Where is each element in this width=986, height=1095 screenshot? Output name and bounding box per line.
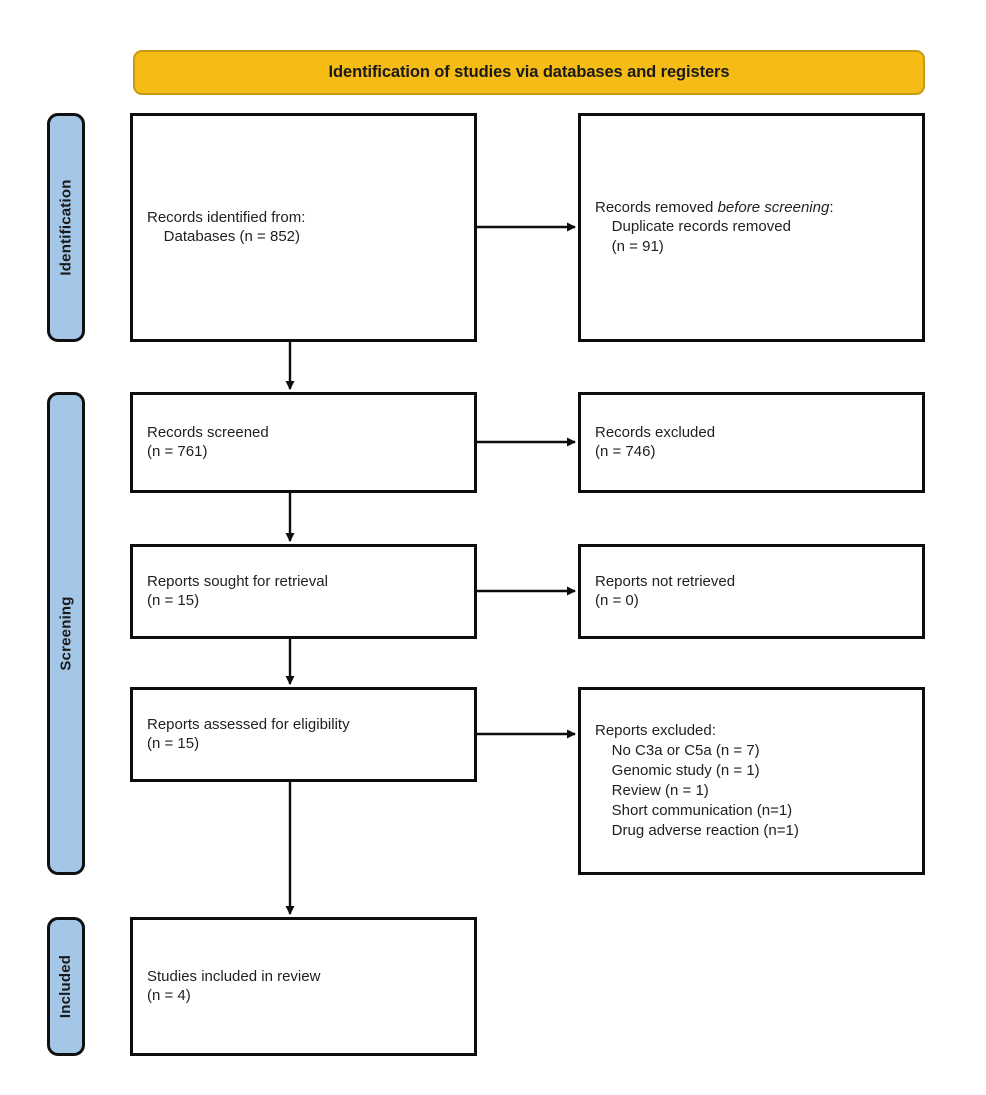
- box-reports-sought: Reports sought for retrieval (n = 15): [130, 544, 477, 639]
- reports-excluded-reason-3: Review (n = 1): [595, 782, 709, 799]
- stage-tab-identification-label: Identification: [57, 179, 75, 276]
- records-removed-colon: :: [829, 198, 834, 216]
- reports-not-retrieved-line2: (n = 0): [595, 592, 639, 610]
- box-reports-excluded-reasons-text: Reports excluded: No C3a or C5a (n = 7) …: [595, 721, 914, 841]
- reports-assessed-line2: (n = 15): [147, 735, 200, 753]
- records-removed-line3: (n = 91): [595, 238, 664, 256]
- box-records-removed: Records removed before screening: Duplic…: [578, 113, 925, 342]
- box-records-screened: Records screened (n = 761): [130, 392, 477, 493]
- records-screened-line1: Records screened: [147, 423, 269, 441]
- box-records-screened-text: Records screened (n = 761): [147, 423, 466, 463]
- box-records-identified-text: Records identified from: Databases (n = …: [147, 208, 466, 248]
- reports-sought-line2: (n = 15): [147, 592, 200, 610]
- banner-identification-header: Identification of studies via databases …: [133, 50, 925, 95]
- reports-excluded-reason-1: No C3a or C5a (n = 7): [595, 742, 760, 760]
- box-reports-not-retrieved: Reports not retrieved (n = 0): [578, 544, 925, 639]
- records-removed-lead: Records removed: [595, 198, 718, 216]
- box-records-excluded: Records excluded (n = 746): [578, 392, 925, 493]
- box-reports-sought-text: Reports sought for retrieval (n = 15): [147, 572, 466, 612]
- stage-tab-identification: Identification: [47, 113, 85, 342]
- reports-assessed-line1: Reports assessed for eligibility: [147, 715, 350, 733]
- box-reports-assessed-text: Reports assessed for eligibility (n = 15…: [147, 715, 466, 755]
- records-excluded-line2: (n = 746): [595, 443, 656, 461]
- records-excluded-line1: Records excluded: [595, 423, 716, 441]
- banner-title: Identification of studies via databases …: [328, 63, 730, 81]
- box-studies-included: Studies included in review (n = 4): [130, 917, 477, 1056]
- box-reports-not-retrieved-text: Reports not retrieved (n = 0): [595, 572, 914, 612]
- stage-tab-included-label: Included: [57, 954, 75, 1019]
- studies-included-line2: (n = 4): [147, 987, 191, 1005]
- reports-excluded-line1: Reports excluded:: [595, 722, 716, 740]
- box-reports-excluded-reasons: Reports excluded: No C3a or C5a (n = 7) …: [578, 687, 925, 875]
- box-studies-included-text: Studies included in review (n = 4): [147, 967, 466, 1007]
- stage-tab-screening-label: Screening: [57, 596, 75, 671]
- box-records-excluded-text: Records excluded (n = 746): [595, 423, 914, 463]
- studies-included-line1: Studies included in review: [147, 967, 321, 985]
- box-records-removed-text: Records removed before screening: Duplic…: [595, 198, 914, 258]
- records-removed-line2: Duplicate records removed: [595, 218, 791, 236]
- stage-tab-screening: Screening: [47, 392, 85, 875]
- reports-excluded-reason-2: Genomic study (n = 1): [595, 762, 760, 780]
- box-reports-assessed: Reports assessed for eligibility (n = 15…: [130, 687, 477, 782]
- stage-tab-included: Included: [47, 917, 85, 1056]
- records-screened-line2: (n = 761): [147, 443, 208, 461]
- reports-sought-line1: Reports sought for retrieval: [147, 572, 328, 590]
- records-removed-italic: before screening: [717, 198, 830, 216]
- reports-excluded-reason-5: Drug adverse reaction (n=1): [595, 821, 799, 839]
- reports-not-retrieved-line1: Reports not retrieved: [595, 572, 736, 590]
- records-identified-line2: Databases (n = 852): [147, 228, 301, 246]
- records-identified-line1: Records identified from:: [147, 208, 306, 226]
- reports-excluded-reason-4: Short communication (n=1): [595, 801, 793, 819]
- box-records-identified: Records identified from: Databases (n = …: [130, 113, 477, 342]
